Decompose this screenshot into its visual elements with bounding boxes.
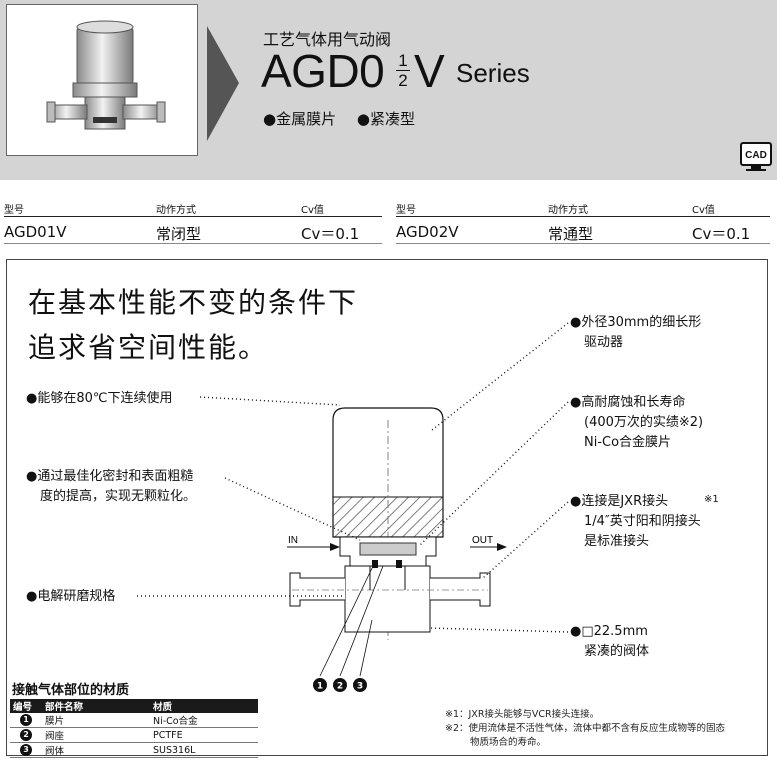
callout-connection-note: ※1 (704, 494, 719, 505)
leader-lines (137, 322, 569, 633)
spec-header-action: 动作方式 (548, 205, 588, 216)
spec-header-model: 型号 (396, 205, 416, 216)
series-label: Series (456, 58, 530, 88)
table-row: 1 膜片 Ni-Co合金 (10, 713, 258, 728)
footnote-2: 物质场合的寿命。 (470, 737, 547, 748)
footnote-2: ※2：使用流体是不活性气体，流体中都不含有反应生成物等的固态 (445, 723, 726, 734)
material-name: Ni-Co合金 (150, 713, 258, 728)
header-arrow (207, 26, 239, 141)
cad-icon[interactable]: CAD (740, 142, 772, 172)
spec-model-value: AGD02V (396, 223, 459, 241)
part-name: 阀体 (42, 742, 150, 758)
part-name: 阀座 (42, 727, 150, 743)
valve-photo-illustration (46, 20, 166, 130)
callout-actuator: ●外径30mm的细长形 (570, 315, 702, 330)
model-fraction: 1 2 (394, 52, 412, 89)
spec-header-model: 型号 (4, 205, 24, 216)
callout-connection: 是标准接头 (584, 534, 650, 549)
feature-item: ●金属膜片 (263, 110, 337, 128)
model-prefix: AGD0 (261, 45, 385, 97)
marker-3-label: 3 (357, 682, 363, 692)
callout-polish: ●电解研磨规格 (26, 589, 116, 604)
materials-title: 接触气体部位的材质 (12, 683, 130, 698)
product-category: 工艺气体用气动阀 (263, 30, 392, 49)
materials-table: 编号 部件名称 材质 1 膜片 Ni-Co合金 2 阀座 PCTFE 3 阀体 … (10, 699, 258, 758)
out-label: OUT (472, 535, 493, 546)
spec-action-value: 常通型 (548, 225, 594, 243)
marker-2 (333, 678, 347, 692)
spec-action-value: 常闭型 (156, 225, 202, 243)
fraction-top: 1 (398, 51, 408, 70)
callout-connection: ●连接是JXR接头 (570, 494, 669, 509)
callout-connection: 1/4″英寸阳和阴接头 (584, 514, 701, 529)
material-name: PCTFE (150, 727, 258, 743)
callout-diaphragm: Ni-Co合金膜片 (584, 435, 672, 450)
footnote-1: ※1：JXR接头能够与VCR接头连接。 (445, 709, 600, 720)
callout-diaphragm: ●高耐腐蚀和长寿命 (570, 395, 686, 410)
right-fitting (430, 572, 491, 607)
col-number: 编号 (10, 699, 42, 713)
headline: 在基本性能不变的条件下 (28, 286, 359, 319)
model-suffix: V (414, 45, 445, 97)
spec-divider (396, 216, 770, 217)
spec-header-action: 动作方式 (156, 205, 196, 216)
left-fitting (289, 572, 345, 607)
seat-marker (372, 560, 378, 568)
spec-header-cv: Cv值 (692, 205, 715, 216)
spec-divider (4, 216, 382, 217)
col-part: 部件名称 (42, 699, 150, 713)
feature-item: ●紧凑型 (356, 110, 415, 128)
callout-actuator: 驱动器 (584, 335, 624, 350)
seat-marker (396, 560, 402, 568)
headline: 追求省空间性能。 (28, 331, 269, 364)
callout-seal: ●通过最佳化密封和表面粗糙 (26, 469, 194, 484)
materials-header-row: 编号 部件名称 材质 (10, 699, 258, 713)
callout-temperature: ●能够在80℃下连续使用 (26, 391, 173, 406)
spec-cv-value: Cv＝0.1 (692, 225, 751, 243)
marker-3 (353, 678, 367, 692)
table-row: 2 阀座 PCTFE (10, 727, 258, 743)
diaphragm-area (359, 542, 417, 556)
valve-body (344, 565, 431, 633)
row-number: 3 (20, 744, 32, 756)
part-name: 膜片 (42, 713, 150, 728)
col-material: 材质 (150, 699, 258, 713)
spec-divider (4, 243, 382, 244)
row-number: 1 (20, 714, 32, 726)
row-number: 2 (20, 729, 32, 741)
callout-body: 紧凑的阀体 (584, 644, 650, 659)
callout-seal: 度的提高，实现无颗粒化。 (40, 489, 197, 504)
feature-panel (6, 259, 768, 756)
cad-label: CAD (745, 150, 767, 161)
spec-model-value: AGD01V (4, 223, 67, 241)
callout-body: ●□22.5mm (570, 624, 648, 639)
material-name: SUS316L (150, 742, 258, 758)
feature-list: ●金属膜片 ●紧凑型 (263, 108, 431, 129)
marker-2-label: 2 (337, 682, 343, 692)
marker-1-label: 1 (317, 682, 323, 692)
spec-cv-value: Cv＝0.1 (301, 225, 360, 243)
spec-divider (396, 243, 770, 244)
marker-1 (313, 678, 327, 692)
table-row: 3 阀体 SUS316L (10, 742, 258, 758)
fraction-bottom: 2 (398, 71, 408, 90)
in-label: IN (288, 535, 298, 546)
product-photo (6, 4, 198, 156)
spec-header-cv: Cv值 (301, 205, 324, 216)
callout-diaphragm: (400万次的实绩※2) (584, 415, 704, 430)
